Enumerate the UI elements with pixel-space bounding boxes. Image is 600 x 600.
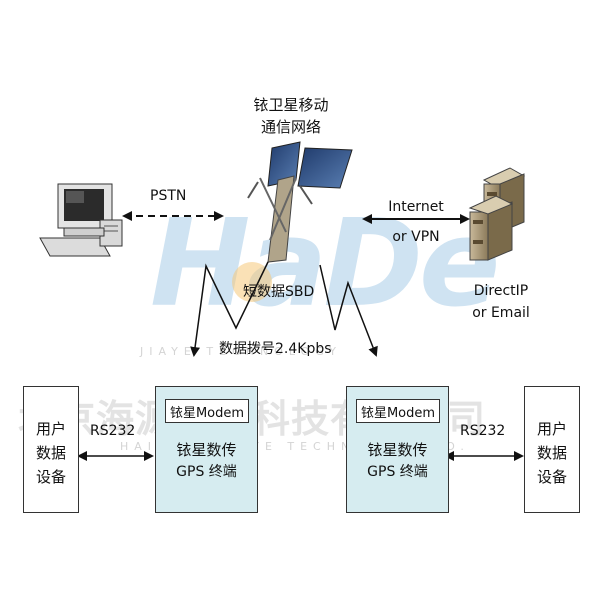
- right-modem-box: 铱星Modem: [356, 399, 440, 423]
- right-terminal-line1: 铱星数传: [367, 441, 428, 459]
- left-terminal-line1: 铱星数传: [176, 441, 237, 459]
- right-terminal-line2: GPS 终端: [367, 464, 428, 480]
- right-radio-link: [319, 264, 378, 357]
- server-label: DirectIP or Email: [456, 280, 546, 324]
- left-terminal-box: 铱星Modem 铱星数传 GPS 终端: [155, 386, 258, 513]
- satellite-label-line1: 铱卫星移动: [253, 96, 329, 114]
- right-terminal-box: 铱星Modem 铱星数传 GPS 终端: [346, 386, 449, 513]
- computer-icon: [39, 183, 123, 257]
- right-modem-label: 铱星Modem: [360, 405, 436, 421]
- right-terminal-label: 铱星数传 GPS 终端: [347, 439, 448, 483]
- left-user-line3: 设备: [35, 468, 66, 486]
- dialup-label: 数据拨号2.4Kpbs: [219, 341, 332, 357]
- satellite-label-line2: 通信网络: [260, 118, 321, 136]
- rs232-right-label: RS232: [460, 423, 506, 439]
- server-icon: [468, 167, 526, 261]
- left-user-line2: 数据: [35, 444, 66, 462]
- left-modem-label: 铱星Modem: [169, 405, 245, 421]
- right-user-line1: 用户: [536, 420, 567, 438]
- rs232-left-label: RS232: [90, 423, 136, 439]
- pstn-label: PSTN: [150, 188, 187, 204]
- right-user-line3: 设备: [536, 468, 567, 486]
- satellite-network-label: 铱卫星移动 通信网络: [236, 94, 346, 138]
- internet-label: Internet: [388, 199, 444, 215]
- watermark-subtitle: JIAYE TECHNOLOGY: [140, 345, 342, 358]
- left-terminal-label: 铱星数传 GPS 终端: [156, 439, 257, 483]
- left-user-line1: 用户: [35, 420, 66, 438]
- left-user-device-box: 用户 数据 设备: [23, 386, 79, 513]
- satellite-icon: [247, 141, 353, 263]
- sbd-label: 短数据SBD: [243, 284, 315, 300]
- right-user-device-box: 用户 数据 设备: [524, 386, 580, 513]
- directip-label: DirectIP: [473, 283, 529, 299]
- internet-vpn-label: Internet or VPN: [378, 192, 454, 252]
- left-radio-link: [190, 261, 269, 357]
- left-user-device-label: 用户 数据 设备: [24, 387, 78, 489]
- vpn-label: or VPN: [392, 229, 440, 245]
- right-user-line2: 数据: [536, 444, 567, 462]
- right-user-device-label: 用户 数据 设备: [525, 387, 579, 489]
- left-terminal-line2: GPS 终端: [176, 464, 237, 480]
- email-label: or Email: [472, 305, 530, 321]
- left-modem-box: 铱星Modem: [165, 399, 249, 423]
